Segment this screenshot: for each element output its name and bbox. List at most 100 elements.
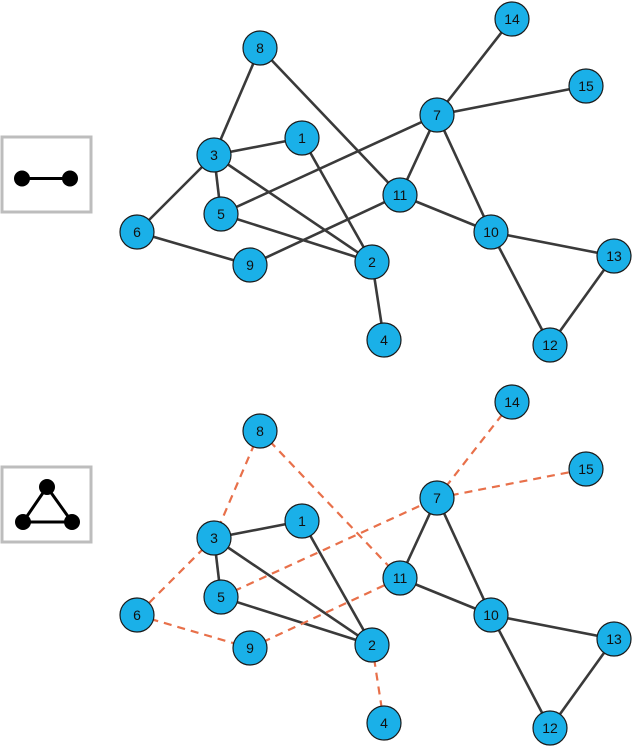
edge-10-12 — [489, 614, 552, 729]
edge-3-2 — [213, 153, 373, 264]
node-circle — [284, 503, 320, 539]
legend-box — [0, 465, 93, 544]
motif-node — [14, 170, 30, 187]
node-circle — [203, 579, 239, 615]
node-label: 3 — [210, 147, 218, 163]
node-label: 11 — [393, 570, 408, 586]
node-label: 5 — [217, 589, 225, 605]
dashed-edge-7-15 — [436, 467, 587, 500]
edge-8-11 — [259, 47, 401, 196]
node-circle — [419, 97, 455, 133]
graph-node-14: 14 — [494, 384, 530, 420]
graph-node-11: 11 — [382, 177, 418, 213]
graph-node-8: 8 — [242, 413, 278, 449]
node-label: 8 — [256, 40, 264, 56]
node-label: 2 — [368, 254, 376, 270]
edge-5-7 — [220, 113, 438, 216]
graph-node-4: 4 — [366, 322, 402, 358]
edge-7-10 — [435, 497, 493, 616]
graph-node-1: 1 — [284, 503, 320, 539]
dashed-edge-7-14 — [436, 401, 513, 499]
node-circle — [242, 30, 278, 66]
node-circle — [203, 196, 239, 232]
node-label: 10 — [483, 607, 499, 623]
node-label: 8 — [256, 423, 264, 439]
node-label: 1 — [298, 130, 306, 146]
node-circle — [568, 451, 604, 487]
node-circle — [354, 244, 390, 280]
node-label: 10 — [483, 224, 499, 240]
node-label: 4 — [380, 715, 388, 731]
graph-node-6: 6 — [119, 214, 155, 250]
edge-7-15 — [436, 84, 587, 117]
node-label: 7 — [433, 107, 441, 123]
node-circle — [366, 322, 402, 358]
node-circle — [596, 238, 632, 274]
node-circle — [366, 705, 402, 741]
edge-6-9 — [136, 230, 251, 267]
node-label: 3 — [210, 530, 218, 546]
node-label: 12 — [542, 337, 558, 353]
motif-triangle — [20, 484, 75, 524]
node-circle — [196, 137, 232, 173]
edge-5-2 — [220, 595, 373, 647]
node-label: 12 — [542, 720, 558, 736]
graph-node-13: 13 — [596, 238, 632, 274]
node-label: 14 — [504, 11, 520, 27]
edge-3-2 — [213, 536, 373, 647]
legend-triangle-motif — [0, 465, 93, 544]
graph-node-12: 12 — [532, 710, 568, 746]
edge-1-2 — [300, 137, 374, 263]
motif-node — [15, 514, 31, 530]
node-circle — [568, 68, 604, 104]
node-circle — [232, 247, 268, 283]
graph-node-9: 9 — [232, 247, 268, 283]
dashed-edge-6-9 — [136, 613, 251, 650]
edge-7-10 — [435, 114, 493, 233]
motif-node — [39, 479, 55, 495]
edge-9-11 — [249, 193, 401, 267]
node-label: 4 — [380, 332, 388, 348]
dashed-edge-8-11 — [259, 430, 401, 579]
edge-1-2 — [300, 520, 374, 646]
node-label: 7 — [433, 490, 441, 506]
node-circle — [242, 413, 278, 449]
node-label: 11 — [393, 187, 408, 203]
edge-10-13 — [490, 230, 615, 258]
node-label: 15 — [578, 78, 594, 94]
graph-node-10: 10 — [473, 214, 509, 250]
node-circle — [382, 560, 418, 596]
legend-layer — [0, 135, 93, 544]
node-label: 13 — [606, 248, 622, 264]
node-circle — [473, 597, 509, 633]
graph-node-1: 1 — [284, 120, 320, 156]
panel-1-edges — [136, 18, 616, 346]
node-layer: 1234567891011121314151234567891011121314… — [119, 1, 632, 746]
graph-node-4: 4 — [366, 705, 402, 741]
node-label: 5 — [217, 206, 225, 222]
node-circle — [284, 120, 320, 156]
node-circle — [494, 384, 530, 420]
graph-node-13: 13 — [596, 621, 632, 657]
graph-node-15: 15 — [568, 451, 604, 487]
graph-node-11: 11 — [382, 560, 418, 596]
panel-2-edges — [136, 401, 616, 729]
edge-10-12 — [489, 231, 552, 346]
dashed-edge-8-3 — [212, 430, 262, 539]
motif-node — [62, 170, 78, 187]
node-label: 15 — [578, 461, 594, 477]
node-label: 2 — [368, 637, 376, 653]
node-label: 13 — [606, 631, 622, 647]
node-circle — [354, 627, 390, 663]
node-circle — [382, 177, 418, 213]
graph-node-2: 2 — [354, 244, 390, 280]
motif-node — [64, 514, 80, 530]
edge-13-12 — [548, 255, 616, 346]
node-label: 6 — [133, 224, 141, 240]
node-circle — [119, 214, 155, 250]
graph-node-3: 3 — [196, 137, 232, 173]
edge-3-6 — [136, 154, 215, 233]
node-circle — [196, 520, 232, 556]
